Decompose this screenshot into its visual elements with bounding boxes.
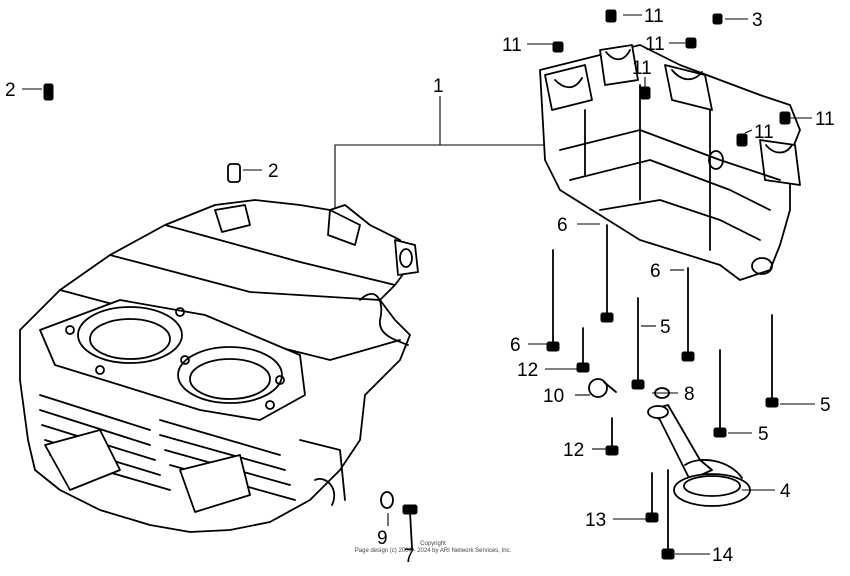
callout-12-a: 12 xyxy=(517,360,538,381)
callout-11-f: 11 xyxy=(815,109,835,130)
bearing-carrier xyxy=(539,44,801,281)
callout-11-c: 11 xyxy=(645,34,665,55)
clip-ring xyxy=(588,378,617,398)
callout-12-b: 12 xyxy=(563,440,584,461)
callout-10: 10 xyxy=(543,386,564,407)
callout-5-a: 5 xyxy=(660,317,671,338)
callout-5-c: 5 xyxy=(820,395,831,416)
callout-1: 1 xyxy=(433,76,444,97)
callout-11-e: 11 xyxy=(754,122,774,143)
callout-11-a: 11 xyxy=(502,35,522,56)
callout-6-c: 6 xyxy=(510,335,521,356)
callout-8: 8 xyxy=(684,384,695,405)
callout-11-b: 11 xyxy=(644,6,664,27)
callout-7: 7 xyxy=(404,546,415,567)
copyright-line-1: Copyright xyxy=(420,541,446,547)
oil-strainer xyxy=(647,404,751,507)
dowel-pins xyxy=(43,9,791,183)
callout-3: 3 xyxy=(752,10,763,31)
copyright-line-2: Page design (c) 2004 - 2024 by ARI Netwo… xyxy=(354,548,512,554)
callout-11-d: 11 xyxy=(632,58,652,79)
upper-crankcase xyxy=(19,199,419,533)
callout-14: 14 xyxy=(712,545,734,566)
callout-2-left: 2 xyxy=(5,80,16,101)
callout-leaders xyxy=(22,14,815,555)
callout-13: 13 xyxy=(585,510,606,531)
washer xyxy=(380,491,394,509)
callout-labels: 1 2 2 3 4 5 5 5 6 6 6 7 8 9 10 11 11 11 … xyxy=(5,6,835,567)
callout-6-a: 6 xyxy=(557,215,568,236)
callout-9: 9 xyxy=(377,528,388,549)
callout-6-b: 6 xyxy=(650,261,661,282)
copyright-notice: Copyright Page design (c) 2004 - 2024 by… xyxy=(338,541,528,555)
callout-4: 4 xyxy=(780,481,791,502)
callout-2-center: 2 xyxy=(268,161,279,182)
callout-5-b: 5 xyxy=(758,424,769,445)
bolts xyxy=(402,224,779,560)
